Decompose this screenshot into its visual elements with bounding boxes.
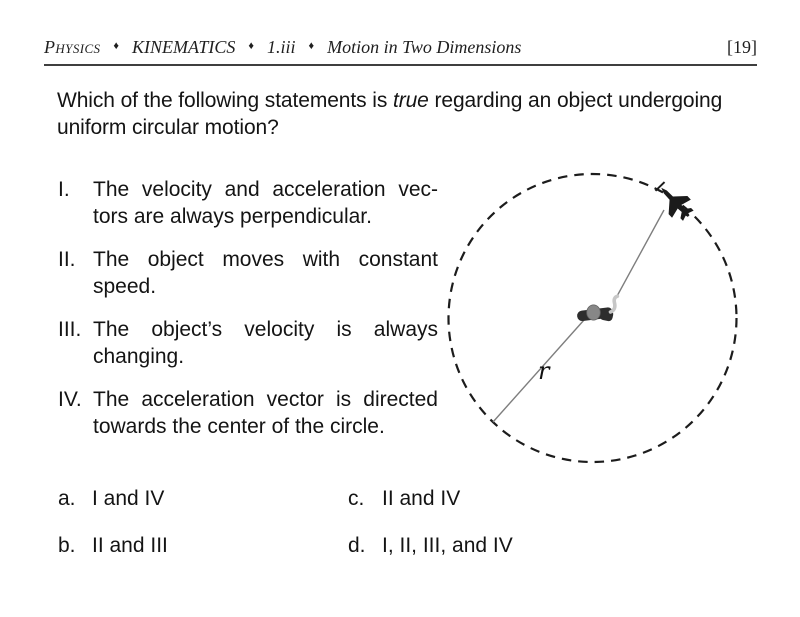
choice-text: I and IV [92,487,165,510]
header-unit: KINEMATICS [132,37,236,57]
statement-text: The object’s velocity is always changing… [93,316,438,370]
question-line-1-post: regarding an object undergoing [428,89,723,112]
statement-2: II. The object moves with constant speed… [58,246,438,300]
statement-text: The acceleration vector is directed towa… [93,386,438,440]
hand-knob [586,304,601,321]
radius-label: r [538,357,551,385]
question-line-1: Which of the following statements is tru… [57,87,722,114]
statement-line: The object’s velocity is always [93,318,438,341]
hand-icon [577,294,620,322]
airplane-icon [654,181,694,221]
choice-letter: b. [58,534,76,557]
statement-text: The object moves with constant speed. [93,246,438,300]
propeller-icon [654,181,666,192]
choices-column-right: c. II and IV d. I, II, III, and IV [348,488,638,582]
statement-line: The object moves with constant [93,248,438,271]
question-line-1-pre: Which of the following statements is [57,89,393,112]
statement-line: towards the center of the circle. [93,415,385,438]
choice-text: I, II, III, and IV [382,534,513,557]
choice-text: II and IV [382,487,461,510]
radius-line [492,319,585,423]
statement-numeral: I. [58,178,70,201]
header-course: Physics [44,37,101,57]
diamond-separator-icon: ♦ [113,40,120,52]
statement-numeral: III. [58,318,82,341]
choice-letter: d. [348,534,366,557]
header-topic: Motion in Two Dimensions [327,37,522,57]
choice-a: a. I and IV [58,488,348,510]
question-emphasis: true [392,89,429,112]
statement-line: speed. [93,275,157,298]
question-line-2: uniform circular motion? [57,116,279,139]
statement-line: tors are always perpendicular. [93,205,372,228]
statement-line: changing. [93,345,185,368]
answer-choices: a. I and IV b. II and III c. II and IV d… [58,488,638,582]
statement-text: The velocity and acceleration vec- tors … [93,176,438,230]
choices-column-left: a. I and IV b. II and III [58,488,348,582]
choice-text: II and III [92,534,168,557]
statement-1: I. The velocity and acceleration vec- to… [58,176,438,230]
statement-numeral: II. [58,248,76,271]
header-section: 1.iii [267,37,296,57]
choice-d: d. I, II, III, and IV [348,535,638,557]
statement-line: The acceleration vector is directed [93,388,438,411]
choice-letter: a. [58,487,76,510]
choice-c: c. II and IV [348,488,638,510]
circular-path [447,172,738,464]
statement-4: IV. The acceleration vector is directed … [58,386,438,440]
page-header: Physics ♦ KINEMATICS ♦ 1.iii ♦ Motion in… [44,37,757,58]
statement-list: I. The velocity and acceleration vec- to… [58,176,438,456]
page-number: [19] [727,37,757,57]
control-line [615,209,665,299]
choice-b: b. II and III [58,535,348,557]
string-hook [608,294,620,314]
header-rule [44,64,757,66]
circular-motion-diagram: r [447,172,738,464]
diamond-separator-icon: ♦ [248,40,255,52]
diamond-separator-icon: ♦ [308,40,315,52]
statement-line: The velocity and acceleration vec- [93,178,438,201]
statement-numeral: IV. [58,388,82,411]
statement-3: III. The object’s velocity is always cha… [58,316,438,370]
question-text: Which of the following statements is tru… [57,87,722,141]
choice-letter: c. [348,487,365,510]
